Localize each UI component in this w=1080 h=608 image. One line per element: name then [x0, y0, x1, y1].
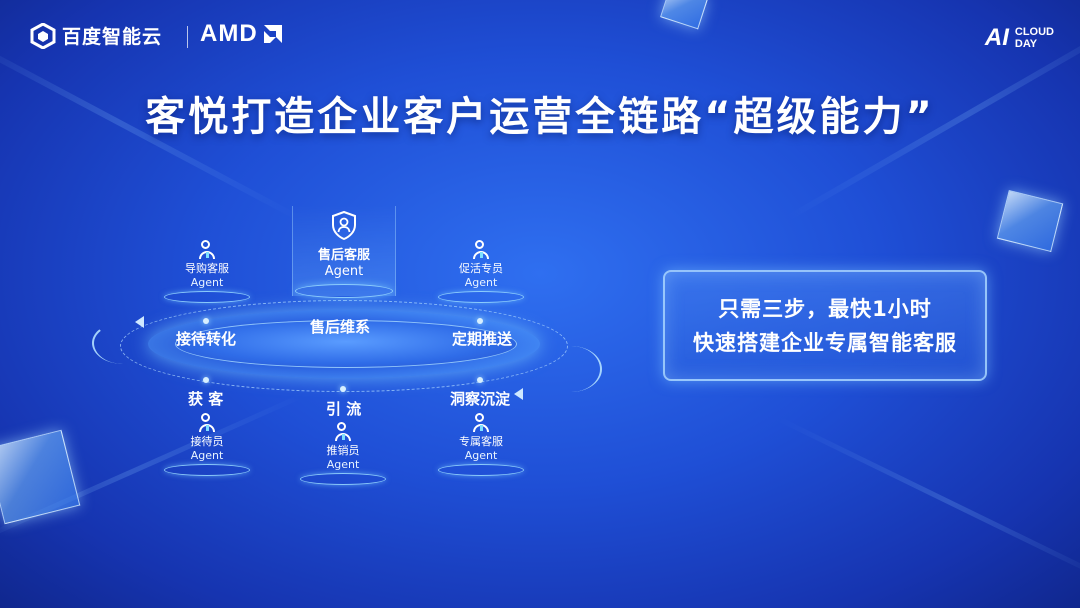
node-dot	[340, 386, 346, 392]
agent-platform	[295, 284, 393, 298]
agent-receptionist: 接待员 Agent	[162, 413, 252, 476]
ai-logo-text: AI	[984, 24, 1009, 51]
featured-agent-aftersales: 售后客服 Agent	[292, 206, 396, 298]
stage-reception-conversion: 接待转化	[176, 330, 237, 348]
agent-platform	[438, 464, 524, 476]
agent-label: Agent	[324, 264, 364, 279]
callout-line-2: 快速搭建企业专属智能客服	[693, 331, 957, 355]
agent-promoter: 推销员 Agent	[298, 422, 388, 485]
agent-platform	[438, 291, 524, 303]
light-beam	[778, 416, 1080, 589]
amd-logo: AMD	[200, 20, 284, 48]
agent-label: Agent	[464, 449, 498, 462]
logo-divider	[187, 26, 188, 48]
agent-label: Agent	[326, 458, 360, 471]
shield-person-icon	[332, 210, 356, 241]
baidu-cloud-logo: 百度智能云	[30, 22, 162, 49]
baidu-hex-logo-icon	[30, 22, 56, 49]
node-dot	[203, 377, 209, 383]
glass-cube-decoration	[996, 189, 1064, 253]
stage-acquire-customers: 获 客	[188, 390, 224, 408]
agent-role: 售后客服	[317, 248, 370, 263]
amd-logo-text: AMD	[200, 20, 258, 47]
agent-role: 接待员	[190, 435, 224, 448]
node-dot	[477, 318, 483, 324]
callout-line-1: 只需三步，最快1小时	[718, 297, 932, 321]
page-title: 客悦打造企业客户运营全链路“超级能力”	[145, 94, 935, 140]
agent-dedicated: 专属客服 Agent	[436, 413, 526, 476]
agent-role: 推销员	[326, 444, 360, 457]
agent-shopping-guide: 导购客服 Agent	[162, 240, 252, 303]
agent-promotion: 促活专员 Agent	[436, 240, 526, 303]
header-bar: 百度智能云 AMD AI CLOUD DAY	[0, 0, 1080, 80]
cycle-arc-left	[92, 322, 154, 364]
agent-role: 导购客服	[185, 262, 229, 275]
stage-insight: 洞察沉淀	[450, 390, 511, 408]
person-icon	[198, 413, 216, 433]
day-logo-text: DAY	[1014, 38, 1038, 50]
glass-cube-decoration	[0, 429, 81, 525]
agent-platform	[164, 464, 250, 476]
cycle-arrow-left-icon	[126, 316, 144, 328]
person-icon	[334, 422, 352, 442]
node-dot	[203, 318, 209, 324]
callout-box: 只需三步，最快1小时 快速搭建企业专属智能客服	[663, 270, 987, 381]
agent-role: 专属客服	[459, 435, 503, 448]
amd-arrow-logo-icon	[263, 25, 282, 43]
stage-traffic: 引 流	[326, 400, 362, 418]
person-icon	[472, 240, 490, 260]
agent-label: Agent	[190, 449, 224, 462]
agent-platform	[164, 291, 250, 303]
stage-periodic-push: 定期推送	[452, 330, 513, 348]
person-icon	[198, 240, 216, 260]
person-icon	[472, 413, 490, 433]
ai-cloud-day-logo: AI CLOUD DAY	[985, 24, 1054, 52]
node-dot	[477, 377, 483, 383]
cycle-arrow-right-icon	[514, 388, 523, 400]
agent-label: Agent	[190, 276, 224, 289]
agent-label: Agent	[464, 276, 498, 289]
cloud-logo-text: CLOUD	[1014, 26, 1054, 38]
cycle-arc-right	[540, 346, 602, 392]
baidu-logo-text: 百度智能云	[62, 26, 163, 48]
cycle-inner-platform	[175, 320, 517, 368]
agent-platform	[300, 473, 386, 485]
agent-role: 促活专员	[459, 262, 503, 275]
stage-aftersales-maintain: 售后维系	[310, 318, 371, 336]
